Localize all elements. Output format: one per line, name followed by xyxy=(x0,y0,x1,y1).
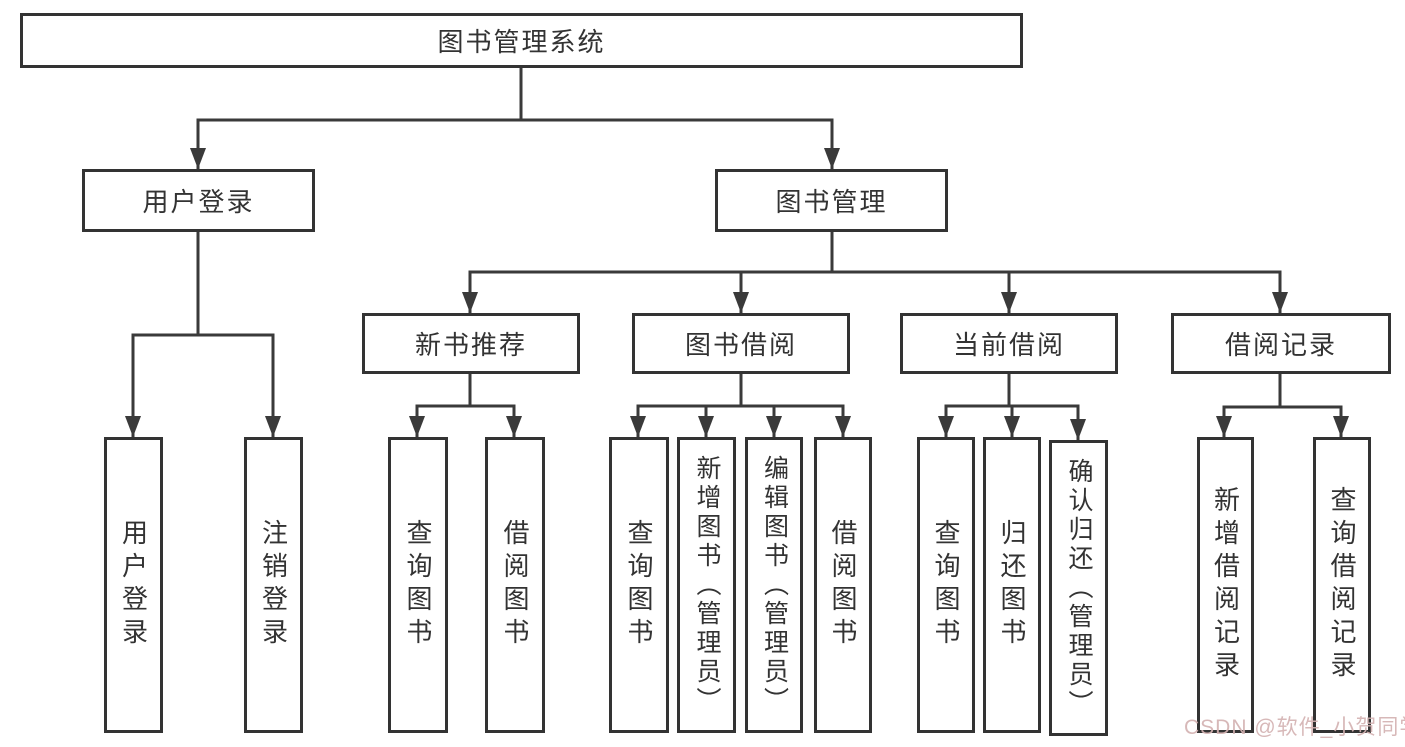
node-bb-edit-books-label: 编辑图书（管理员） xyxy=(760,454,789,716)
node-login: 用户登录 xyxy=(104,437,163,733)
connector-user-login xyxy=(125,229,281,439)
node-new-book-rec: 新书推荐 xyxy=(362,313,580,374)
node-bb-edit-books: 编辑图书（管理员） xyxy=(745,437,803,733)
node-cb-return-books-label: 归还图书 xyxy=(997,519,1027,651)
node-current-borrow-label: 当前借阅 xyxy=(952,330,1065,360)
node-cb-confirm-return-label: 确认归还（管理员） xyxy=(1065,457,1093,719)
node-current-borrow: 当前借阅 xyxy=(900,313,1118,374)
node-cb-return-books: 归还图书 xyxy=(983,437,1041,733)
node-bb-query-books: 查询图书 xyxy=(609,437,669,733)
node-user-login: 用户登录 xyxy=(82,169,315,232)
connector-book-borrow xyxy=(630,371,851,439)
node-bb-query-books-label: 查询图书 xyxy=(624,519,654,651)
node-book-mgmt-label: 图书管理 xyxy=(775,187,888,217)
node-br-add-record-label: 新增借阅记录 xyxy=(1210,486,1241,684)
node-logout-label: 注销登录 xyxy=(258,519,289,651)
node-bb-borrow-books: 借阅图书 xyxy=(814,437,872,733)
node-br-query-record-label: 查询借阅记录 xyxy=(1327,486,1357,684)
node-cb-query-books: 查询图书 xyxy=(917,437,975,733)
node-nbr-borrow-books: 借阅图书 xyxy=(485,437,545,733)
node-login-label: 用户登录 xyxy=(118,519,149,651)
node-bb-add-books: 新增图书（管理员） xyxy=(677,437,736,733)
node-user-login-label: 用户登录 xyxy=(142,187,255,217)
node-cb-confirm-return: 确认归还（管理员） xyxy=(1049,440,1108,736)
node-br-query-record: 查询借阅记录 xyxy=(1313,437,1371,733)
node-bb-add-books-label: 新增图书（管理员） xyxy=(693,454,721,716)
connector-book-mgmt xyxy=(462,229,1288,315)
node-book-mgmt: 图书管理 xyxy=(715,169,948,232)
node-borrow-records: 借阅记录 xyxy=(1171,313,1391,374)
node-logout: 注销登录 xyxy=(244,437,303,733)
connector-current-borrow xyxy=(938,371,1086,442)
node-cb-query-books-label: 查询图书 xyxy=(931,519,961,651)
node-nbr-query-books: 查询图书 xyxy=(388,437,448,733)
node-book-borrow: 图书借阅 xyxy=(632,313,850,374)
node-root-system-label: 图书管理系统 xyxy=(437,27,606,57)
node-br-add-record: 新增借阅记录 xyxy=(1197,437,1254,733)
connector-new-book-rec xyxy=(409,371,522,439)
csdn-watermark: CSDN @软件_小贺同学 xyxy=(1184,716,1405,739)
connector-root-to-level2 xyxy=(190,65,840,171)
node-root-system: 图书管理系统 xyxy=(20,13,1023,68)
node-nbr-query-books-label: 查询图书 xyxy=(403,519,433,651)
node-new-book-rec-label: 新书推荐 xyxy=(414,330,527,360)
node-bb-borrow-books-label: 借阅图书 xyxy=(828,519,858,651)
node-borrow-records-label: 借阅记录 xyxy=(1224,330,1337,360)
node-book-borrow-label: 图书借阅 xyxy=(684,330,797,360)
node-nbr-borrow-books-label: 借阅图书 xyxy=(500,519,530,651)
connector-borrow-records xyxy=(1216,371,1349,439)
